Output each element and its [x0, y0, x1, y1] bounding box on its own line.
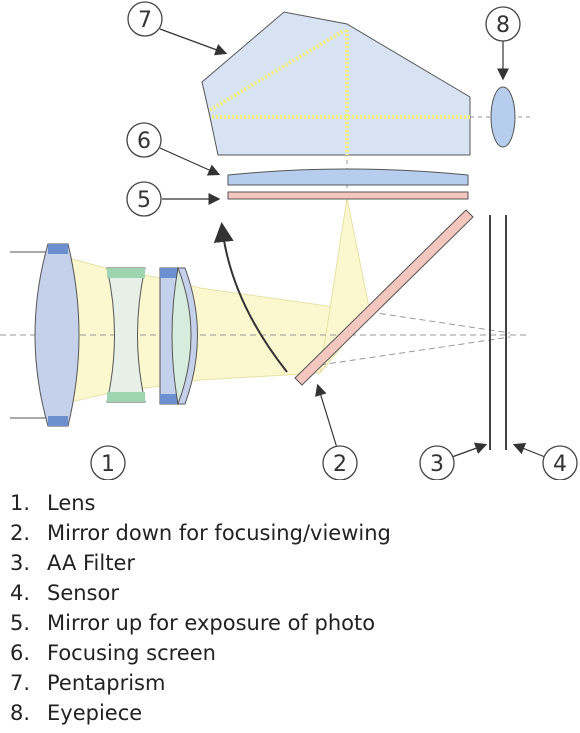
callout-3: 3: [419, 445, 455, 480]
legend-list: 1. Lens 2. Mirror down for focusing/viewin…: [10, 488, 391, 728]
legend-item: 7. Pentaprism: [10, 668, 391, 698]
legend-number: 5.: [10, 611, 31, 635]
legend-item: 6. Focusing screen: [10, 638, 391, 668]
legend-number: 1.: [10, 491, 31, 515]
svg-text:4: 4: [553, 452, 567, 477]
legend-label: Lens: [47, 491, 96, 515]
svg-text:3: 3: [430, 452, 444, 477]
legend-item: 3. AA Filter: [10, 548, 391, 578]
lens-element-concave: [106, 267, 146, 403]
legend-item: 8. Eyepiece: [10, 698, 391, 728]
leader-3: [451, 442, 488, 458]
mirror-swing-arrow: [213, 222, 288, 373]
svg-text:6: 6: [137, 129, 151, 154]
svg-text:2: 2: [333, 452, 347, 477]
callout-4: 4: [542, 445, 578, 480]
callout-5: 5: [126, 181, 162, 217]
ray-to-sensor-upper: [369, 311, 511, 334]
leader-7: [159, 28, 228, 56]
svg-text:7: 7: [138, 8, 152, 33]
legend-label: Mirror up for exposure of photo: [47, 611, 376, 635]
slr-camera-diagram: 7 8 6 5 1 2 3 4: [0, 1, 578, 480]
callout-2: 2: [322, 445, 358, 480]
callout-1: 1: [90, 445, 126, 480]
callout-7: 7: [127, 1, 163, 37]
leader-2: [315, 383, 338, 449]
legend-label: Sensor: [47, 581, 119, 605]
focusing-screen: [227, 168, 469, 186]
legend-label: Pentaprism: [47, 671, 166, 695]
svg-text:1: 1: [101, 452, 115, 477]
legend-item: 5. Mirror up for exposure of photo: [10, 608, 391, 638]
legend-item: 2. Mirror down for focusing/viewing: [10, 518, 391, 548]
lens-element-rear: [159, 266, 198, 406]
eyepiece-lens: [490, 86, 516, 148]
legend-label: Mirror down for focusing/viewing: [47, 521, 391, 545]
pentaprism: [201, 11, 471, 156]
leader-6: [159, 147, 221, 176]
legend-label: AA Filter: [47, 551, 135, 575]
legend-item: 1. Lens: [10, 488, 391, 518]
svg-text:5: 5: [137, 188, 151, 213]
callout-8: 8: [485, 6, 521, 42]
legend-label: Focusing screen: [47, 641, 216, 665]
ray-to-sensor-lower: [319, 336, 511, 366]
legend-label: Eyepiece: [47, 701, 143, 725]
legend-number: 7.: [10, 671, 31, 695]
legend-number: 4.: [10, 581, 31, 605]
legend-number: 8.: [10, 701, 31, 725]
mirror-up-position: [227, 191, 469, 200]
svg-text:8: 8: [496, 13, 510, 38]
leader-4: [512, 442, 546, 458]
legend-number: 3.: [10, 551, 31, 575]
light-path: [57, 254, 371, 406]
reflex-mirror: [294, 209, 474, 386]
callout-6: 6: [126, 122, 162, 158]
legend-number: 6.: [10, 641, 31, 665]
lens-element-front: [34, 243, 80, 427]
legend-number: 2.: [10, 521, 31, 545]
legend-item: 4. Sensor: [10, 578, 391, 608]
